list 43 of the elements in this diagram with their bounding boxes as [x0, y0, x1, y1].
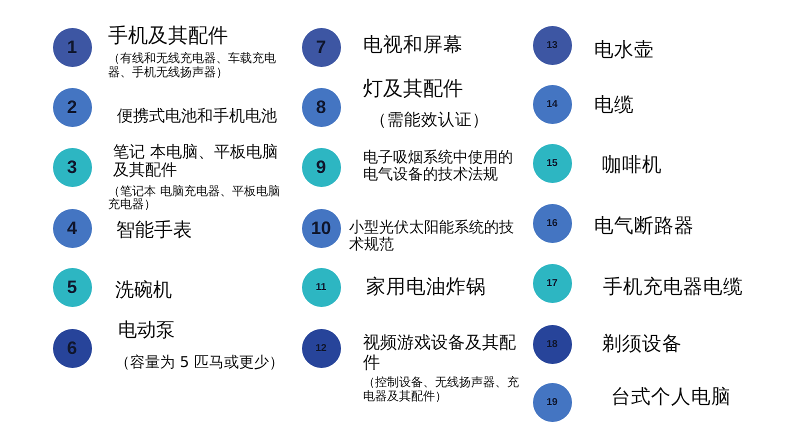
item-title: 灯及其配件: [363, 77, 463, 99]
number-circle: 8: [302, 88, 340, 126]
item-title: 电子吸烟系统中使用的电气设备的技术法规: [363, 149, 514, 183]
item-note: （控制设备、无线扬声器、充电器及其配件）: [363, 375, 520, 403]
item-title: 便携式电池和手机电池: [117, 106, 277, 126]
number-circle: 1: [52, 28, 92, 66]
number-circle: 2: [52, 88, 92, 126]
item-title: 电视和屏幕: [363, 34, 463, 56]
number-circle: 4: [52, 208, 92, 248]
item-title: 电气断路器: [594, 215, 694, 237]
item-title: 小型光伏太阳能系统的技术规范: [349, 219, 515, 253]
item-title: 手机充电器电缆: [603, 276, 743, 298]
number-circle: 12: [302, 328, 340, 368]
item-title: 手机及其配件: [108, 23, 228, 47]
number-circle: 19: [532, 382, 572, 422]
number-circle: 6: [52, 328, 92, 368]
number-circle: 17: [532, 264, 572, 302]
item-note: （容量为 5 匹马或更少）: [115, 353, 284, 371]
number-circle: 14: [532, 84, 572, 124]
number-circle: 18: [532, 324, 572, 364]
number-circle: 9: [302, 148, 340, 186]
item-title: 咖啡机: [602, 154, 662, 176]
item-title: 台式个人电脑: [611, 386, 731, 408]
number-circle: 11: [302, 268, 340, 306]
number-circle: 16: [532, 204, 572, 242]
item-note: （笔记本 电脑充电器、平板电脑充电器）: [108, 185, 281, 211]
item-note: （有线和无线充电器、车载充电器、手机无线扬声器）: [108, 51, 277, 79]
number-circle: 3: [52, 148, 92, 186]
number-circle: 5: [52, 268, 92, 306]
item-title: 视频游戏设备及其配件: [363, 333, 517, 373]
item-title: 电动泵: [118, 319, 175, 341]
item-note: （需能效认证）: [370, 110, 489, 130]
number-circle: 10: [302, 208, 340, 248]
number-circle: 13: [532, 26, 572, 64]
item-title: 剃须设备: [602, 333, 682, 355]
item-title: 笔记 本电脑、平板电脑及其配件: [113, 143, 280, 179]
item-title: 电水壶: [594, 39, 654, 61]
number-circle: 15: [532, 144, 572, 182]
item-title: 电缆: [594, 94, 634, 116]
item-title: 洗碗机: [115, 279, 172, 301]
item-title: 家用电油炸锅: [366, 276, 486, 298]
item-title: 智能手表: [116, 219, 192, 241]
number-circle: 7: [302, 28, 340, 66]
